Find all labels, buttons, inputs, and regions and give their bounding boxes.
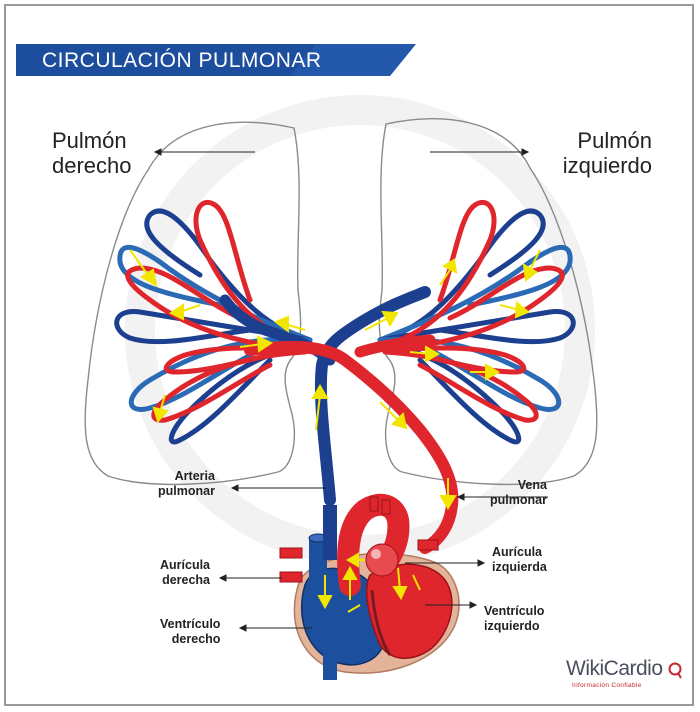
pulmonary-vein-label: Vena pulmonar xyxy=(490,478,547,508)
label-pointers xyxy=(153,148,548,632)
watermark xyxy=(125,95,595,565)
aorta xyxy=(337,493,410,596)
left-atrium-label: Aurícula izquierda xyxy=(492,545,547,575)
left-lung-label: Pulmón izquierdo xyxy=(563,128,652,178)
logo-tagline: Información Confiable xyxy=(572,682,642,689)
left-atrium-bulb xyxy=(365,543,399,577)
left-atrium-label-line1: Aurícula xyxy=(492,545,543,559)
pulmonary-vein-left xyxy=(354,334,436,358)
page-title: CIRCULACIÓN PULMONAR xyxy=(42,49,322,72)
right-ventricle-label: Ventrículo derecho xyxy=(160,617,220,647)
left-ventricle-label: Ventrículo izquierdo xyxy=(484,604,544,634)
right-lung-label: Pulmón derecho xyxy=(52,128,132,178)
pulmonary-artery-label: Arteria pulmonar xyxy=(158,469,215,499)
wikicardio-logo: WikiCardio Información Confiable xyxy=(566,657,684,693)
main-trunks xyxy=(219,286,459,554)
right-atrium-label-line2: derecha xyxy=(162,573,211,587)
left-heart xyxy=(365,563,453,659)
banner-shape xyxy=(16,44,416,76)
pulmonary-vein-label-line1: Vena xyxy=(517,478,547,492)
left-ventricle-label-line1: Ventrículo xyxy=(484,604,545,618)
pulmonary-artery-label-line1: Arteria xyxy=(174,469,215,483)
right-atrium-label-line1: Aurícula xyxy=(160,558,211,572)
pulmonary-vein-right xyxy=(244,341,459,554)
right-lung-label-line1: Pulmón xyxy=(52,128,127,153)
right-ventricle-label-line1: Ventrículo xyxy=(160,617,221,631)
pulmonary-vein-label-line2: pulmonar xyxy=(490,493,547,507)
flow-arrows xyxy=(129,249,541,510)
heart xyxy=(279,493,460,680)
left-ventricle-label-line2: izquierdo xyxy=(484,619,540,633)
left-atrium-label-line2: izquierda xyxy=(492,560,547,574)
pulmonary-artery-trunk xyxy=(314,286,431,506)
left-lung-label-line2: izquierdo xyxy=(562,153,652,178)
pulmonary-artery-label-line2: pulmonar xyxy=(158,484,215,498)
left-lung-label-line1: Pulmón xyxy=(577,128,652,153)
logo-heart-icon xyxy=(668,662,682,679)
right-lung-label-line2: derecho xyxy=(52,153,132,178)
right-lung-outline xyxy=(84,121,302,486)
left-lung-vessels xyxy=(377,200,576,445)
right-atrium-label: Aurícula derecha xyxy=(160,558,210,588)
title-banner: CIRCULACIÓN PULMONAR xyxy=(16,44,416,76)
logo-name: WikiCardio xyxy=(566,657,663,680)
right-ventricle-label-line2: derecho xyxy=(171,632,221,646)
